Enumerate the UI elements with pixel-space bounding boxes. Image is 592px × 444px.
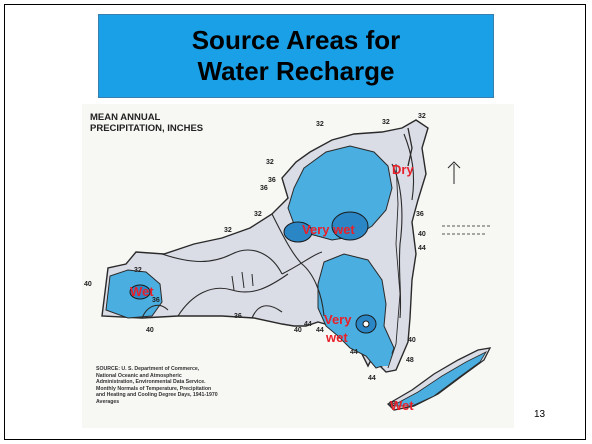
- isohyet-label: 36: [234, 313, 242, 320]
- wet-zone-tug-hill: [287, 145, 393, 241]
- slide-title-line-2: Water Recharge: [197, 56, 395, 86]
- isohyet-line: [161, 249, 283, 275]
- north-arrow: [447, 161, 461, 184]
- annotation-dry: Dry: [392, 162, 414, 177]
- very-wet-center-catskill: [362, 320, 370, 328]
- isohyet-label: 44: [368, 375, 376, 382]
- annotation-wet-west: Wet: [130, 284, 154, 299]
- map-graphic: 32 32 32 32 32 32 36 36 36 36 40 40 40 4…: [84, 113, 492, 413]
- isohyet-label: 32: [134, 267, 142, 274]
- very-wet-core-adirondack: [331, 211, 369, 241]
- precipitation-map: 32 32 32 32 32 32 36 36 36 36 40 40 40 4…: [82, 104, 514, 428]
- isohyet-line: [141, 304, 169, 319]
- isohyet-label: 32: [254, 211, 262, 218]
- isohyet-label: 40: [408, 337, 416, 344]
- isohyet-label: 40: [418, 231, 426, 238]
- isohyet-label: 40: [84, 281, 92, 288]
- isohyet-label: 32: [316, 121, 324, 128]
- isohyet-label: 36: [416, 211, 424, 218]
- isohyet-line: [177, 273, 289, 317]
- wet-zone-hudson: [372, 336, 392, 366]
- isohyet-label: 48: [406, 357, 414, 364]
- isohyet-label: 40: [146, 327, 154, 334]
- hudson-river: [387, 163, 401, 369]
- very-wet-core-tug-hill: [283, 221, 313, 243]
- wet-zone-long-island: [391, 351, 488, 407]
- isohyet-label: 48: [388, 401, 396, 408]
- slide-frame: [4, 4, 586, 440]
- isohyet-label: 36: [268, 177, 276, 184]
- title-box: Source Areas for Water Recharge: [98, 14, 494, 98]
- map-heading: MEAN ANNUAL PRECIPITATION, INCHES: [90, 112, 203, 134]
- isohyet-line: [271, 213, 325, 317]
- isohyet-line: [391, 163, 403, 319]
- isohyet-label: 40: [294, 327, 302, 334]
- lake-champlain: [407, 127, 413, 167]
- isohyet-label: 36: [152, 297, 160, 304]
- isohyet-line: [403, 133, 415, 201]
- finger-lakes: [231, 271, 254, 291]
- annotation-very-wet-north: Very wet: [302, 222, 355, 237]
- very-wet-core-west: [129, 284, 151, 300]
- map-heading-line-2: PRECIPITATION, INCHES: [90, 123, 204, 134]
- isohyet-label: 32: [418, 113, 426, 120]
- slide-title-line-1: Source Areas for: [191, 25, 401, 55]
- isohyet-label: 32: [224, 227, 232, 234]
- isohyet-label: 44: [304, 321, 312, 328]
- map-heading-line-1: MEAN ANNUAL: [90, 112, 161, 123]
- annotation-very-southeast-line1: Very: [324, 312, 352, 327]
- isohyet-line: [251, 305, 283, 319]
- isohyet-label: 32: [382, 119, 390, 126]
- isohyet-label: 36: [260, 185, 268, 192]
- isohyet-label: 44: [350, 349, 358, 356]
- map-source-note: SOURCE: U. S. Department of Commerce, Na…: [96, 366, 218, 405]
- annotation-very-southeast-line2: wet: [325, 330, 348, 345]
- page-number: 13: [534, 409, 546, 420]
- isohyet-label: 32: [266, 159, 274, 166]
- annotation-wet-long-island: Wet: [390, 398, 414, 413]
- isohyet-line: [281, 251, 323, 275]
- isohyet-label: 44: [418, 245, 426, 252]
- isohyet-label: 44: [316, 327, 324, 334]
- scale-bar: [442, 225, 492, 235]
